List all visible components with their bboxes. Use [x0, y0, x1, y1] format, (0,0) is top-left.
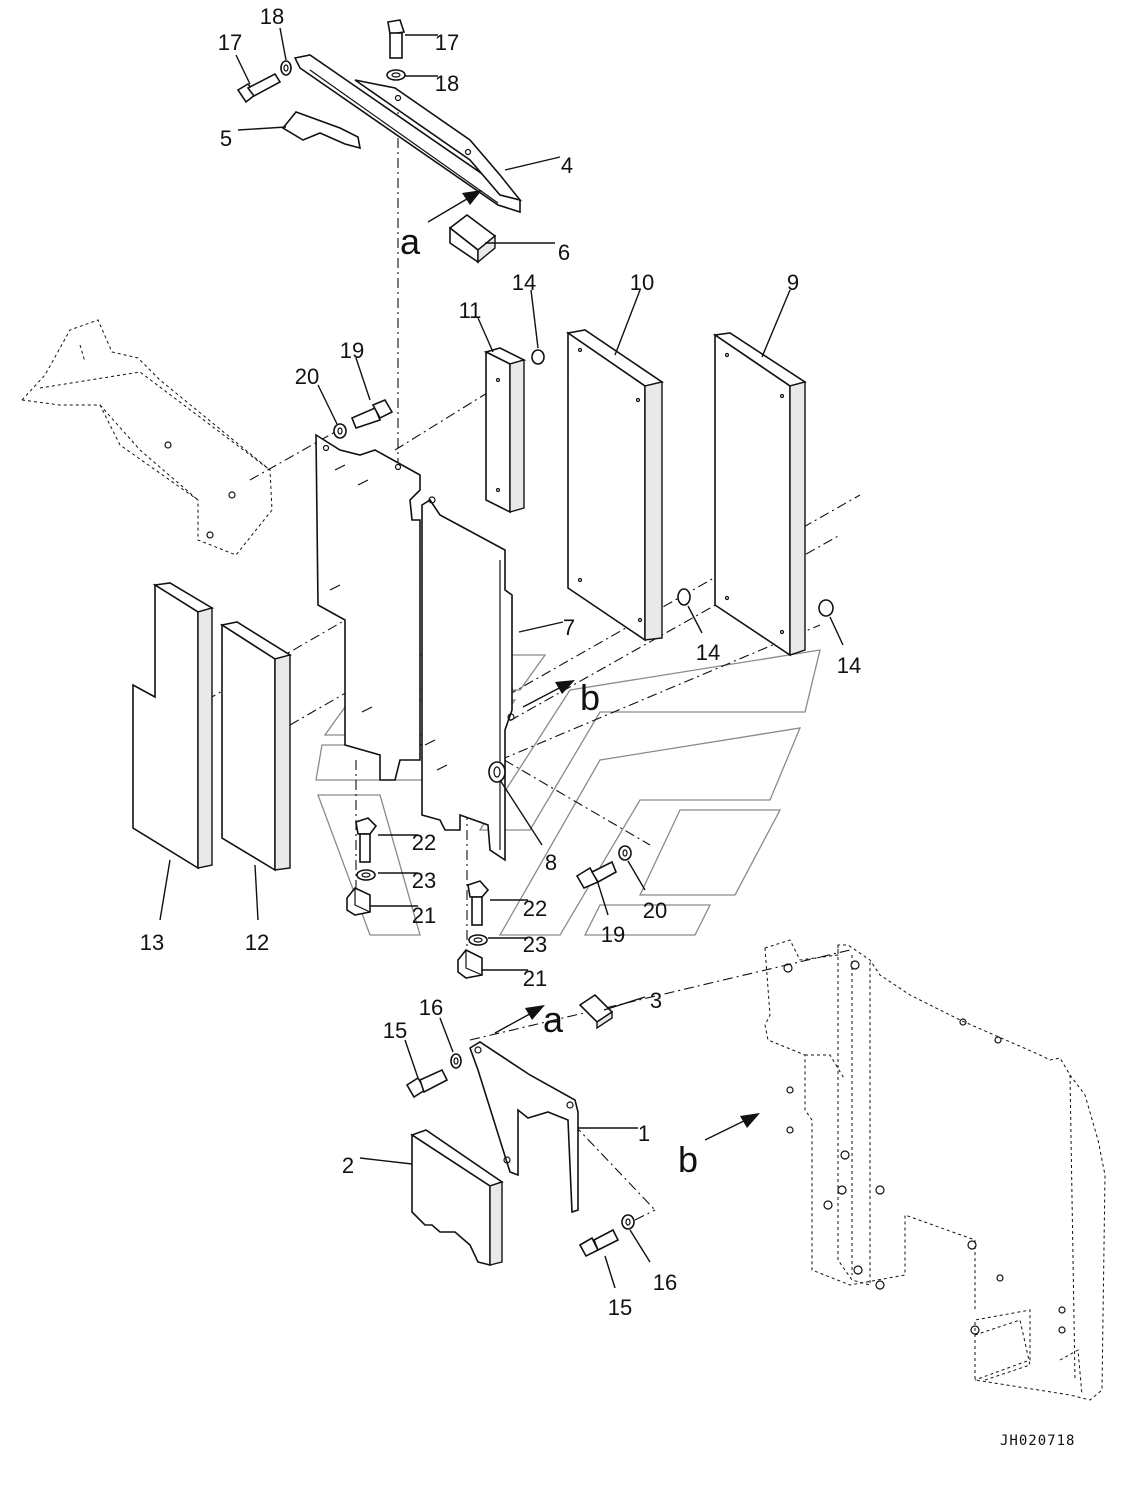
washer-14-b	[677, 588, 691, 606]
callout-c15b: 15	[608, 1295, 632, 1320]
view-marker-vb1: b	[580, 677, 600, 718]
part-4-top-bracket	[293, 54, 523, 214]
callout-c18b: 18	[435, 71, 459, 96]
view-arrows	[427, 190, 760, 1141]
washer-23-right	[468, 934, 488, 946]
clip-21-left	[346, 887, 371, 916]
washer-14-a	[531, 349, 545, 365]
callout-c19b: 19	[601, 922, 625, 947]
washer-18-top	[386, 69, 406, 81]
callout-c7: 7	[563, 615, 575, 640]
part-13-l-panel	[132, 582, 215, 870]
view-marker-va1: a	[400, 221, 421, 262]
bolt-22-right	[467, 880, 490, 926]
part-11-narrow-block	[483, 347, 527, 514]
callout-c19a: 19	[340, 338, 364, 363]
part-8-grommet	[488, 761, 506, 783]
arrow-a-lower-head	[525, 1005, 545, 1020]
callout-c5: 5	[220, 126, 232, 151]
callout-c16a: 16	[419, 995, 443, 1020]
bolt-22-left	[355, 817, 378, 863]
callout-c14b: 14	[696, 640, 720, 665]
callout-c16b: 16	[653, 1270, 677, 1295]
part-12-panel	[219, 621, 292, 872]
frame-context-right	[764, 939, 1106, 1401]
part-6-wedge-block	[448, 213, 497, 264]
callout-c23b: 23	[523, 932, 547, 957]
callout-c22a: 22	[412, 830, 436, 855]
callout-c1: 1	[638, 1121, 650, 1146]
bolt-19-lower	[575, 860, 618, 890]
washer-20-upper	[333, 423, 347, 439]
part-9-panel	[712, 332, 807, 657]
callout-c4: 4	[561, 153, 573, 178]
part-5-small-bracket	[281, 111, 362, 150]
washer-20-lower	[618, 845, 632, 861]
part-2-block	[410, 1129, 504, 1267]
callout-c6: 6	[558, 240, 570, 265]
callout-c15a: 15	[383, 1018, 407, 1043]
callout-c23a: 23	[412, 868, 436, 893]
washer-16-lower	[621, 1214, 635, 1230]
callout-c21a: 21	[412, 903, 436, 928]
callout-c17b: 17	[435, 30, 459, 55]
callout-c3: 3	[650, 988, 662, 1013]
bolt-19-upper	[350, 398, 394, 429]
callout-c18a: 18	[260, 4, 284, 29]
part-7-main-plate	[315, 433, 515, 862]
callout-c11: 11	[459, 298, 482, 323]
clip-21-right	[457, 948, 483, 979]
washer-16-upper	[450, 1053, 462, 1069]
callout-c2: 2	[342, 1153, 354, 1178]
arrow-b-lower-head	[740, 1113, 760, 1128]
drawing-code: JH020718	[1000, 1433, 1075, 1449]
callout-c13: 13	[140, 930, 164, 955]
callout-c14c: 14	[837, 653, 861, 678]
callout-c20b: 20	[643, 898, 667, 923]
bolt-15-lower	[578, 1228, 620, 1258]
view-markers: a b a b	[400, 221, 698, 1180]
part-10-panel	[565, 329, 664, 642]
part-3-square-pad	[578, 993, 614, 1030]
callout-c12: 12	[245, 930, 269, 955]
washer-14-c	[818, 599, 834, 617]
view-marker-vb2: b	[678, 1139, 698, 1180]
leader-lines	[159, 27, 844, 1289]
bolt-15-upper	[405, 1068, 449, 1099]
view-marker-va2: a	[543, 999, 564, 1040]
callout-c21b: 21	[523, 966, 547, 991]
washer-18-left	[280, 60, 292, 76]
part-1-bracket-plate	[469, 1041, 579, 1214]
callout-c20a: 20	[295, 364, 319, 389]
callout-c9: 9	[787, 270, 799, 295]
bolt-17-left	[236, 72, 282, 104]
arrow-a-upper-head	[462, 190, 482, 205]
callout-c22b: 22	[523, 896, 547, 921]
callout-c10: 10	[630, 270, 654, 295]
callout-c8: 8	[545, 850, 557, 875]
bolt-17-top	[387, 19, 406, 59]
arrow-b-upper-head	[555, 680, 575, 694]
washer-23-left	[356, 869, 376, 881]
callout-c17a: 17	[218, 30, 242, 55]
frame-context-left	[20, 319, 273, 556]
callout-c14a: 14	[512, 270, 536, 295]
